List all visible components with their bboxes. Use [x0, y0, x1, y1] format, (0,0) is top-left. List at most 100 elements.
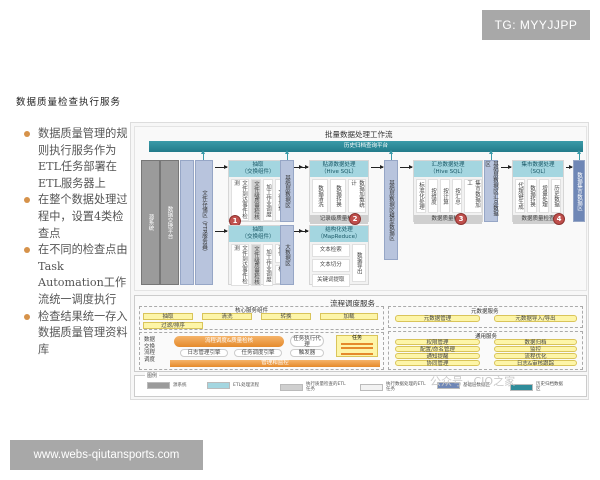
common-item: 监控 [494, 346, 577, 353]
core-title: 核心服务组件 [235, 308, 269, 314]
arrow [400, 165, 413, 169]
process-step: 文本检索 [312, 244, 350, 257]
common-item: 协同管理 [395, 360, 480, 367]
common-title: 通用服务 [475, 334, 498, 340]
extract-title: 抽取 [252, 227, 264, 233]
batch-workflow-frame: 批量数据处理工作流 历史归档查询平台 源系统 数据交换平台 文件存储区（FTP服… [134, 126, 587, 291]
mart-data-area: 数据集市数据区 [573, 160, 585, 222]
legend-item: ETL处理流程 [207, 382, 259, 389]
quality-check-step: 文件级质量检核 [251, 179, 261, 221]
extract-subtitle: （交换组件） [241, 169, 275, 175]
arrow [501, 165, 512, 169]
process-step: 数据导出 [351, 244, 366, 282]
extract-subtitle: （交换组件） [241, 234, 275, 240]
process-step: 加工作业调度 [263, 179, 273, 221]
watermark-badge: TG: MYYJJPP [482, 10, 590, 40]
wechat-watermark: 公众号 · CIO之家 [430, 375, 516, 388]
side-label: 数据 交换 流程 调度 [144, 337, 155, 363]
common-item: 流程优化 [494, 353, 577, 360]
task-title: 任务 [351, 335, 362, 341]
task-agent: 任务执行代理 [290, 335, 324, 348]
up-arrow [389, 150, 393, 160]
scheduling-service-frame: 流程调度服务 核心服务组件 抽取 清洗 转换 加载 过滤/排序 数据 交换 流程… [134, 295, 587, 372]
up-arrow [285, 150, 289, 160]
process-step: 文本切分 [312, 259, 350, 272]
data-quality-check: 数据质量检查 [513, 215, 563, 224]
source-system: 源系统 [141, 160, 160, 285]
legend-item: 源系统 [147, 382, 187, 389]
summary-data-area: 基础层数据区汇总数据区 [484, 160, 498, 222]
legend-item: 基础层数据区 [437, 382, 493, 389]
task-line [341, 347, 373, 349]
architecture-diagram: 批量数据处理工作流 历史归档查询平台 源系统 数据交换平台 文件存储区（FTP服… [130, 122, 589, 400]
extract-process-bottom: 抽取（交换组件） 文件到达事件检测 文件级质量检核 加工作业调度 非文本存储 文… [228, 225, 293, 286]
legend-label: 执行数据处理的ETL任务 [386, 382, 426, 392]
legend: 图例 源系统 ETL处理流程 执行质量检查的ETL任务 执行数据处理的ETL任务… [134, 372, 587, 397]
legend-label: 执行质量检查的ETL任务 [306, 382, 346, 392]
bullet-item: 在整个数据处理过程中，设置4类检查点 [22, 192, 132, 242]
checkpoint-badge-2: 2 [349, 213, 361, 225]
data-exchange-platform: 数据交换平台 [160, 160, 179, 285]
arrow [296, 229, 309, 233]
process-step: 代理键生成 [515, 179, 525, 213]
stage-title: 集市数据处理 [521, 162, 555, 168]
process-step: 标准化处理 [416, 179, 426, 213]
bullet-item: 检查结果统一存入数据质量管理资料库 [22, 309, 132, 359]
workflow-title: 批量数据处理工作流 [325, 130, 393, 139]
process-step: 数据转换 [330, 179, 346, 213]
scheduling-title: 流程调度服务 [330, 299, 375, 308]
stage-title: 汇总数据处理 [431, 162, 465, 168]
arrow [296, 165, 309, 169]
legend-item: 执行质量检查的ETL任务 [280, 382, 346, 392]
up-arrow [489, 150, 493, 160]
task-line [341, 353, 373, 355]
side-label-line: 交换 [144, 343, 156, 350]
side-label-line: 调度 [144, 356, 156, 363]
legend-label: ETL处理流程 [233, 383, 260, 388]
core-item: 过滤/排序 [143, 322, 203, 329]
legend-swatch [360, 383, 383, 391]
process-step: 按计算 [440, 179, 450, 213]
process-step: 加工作业调度 [263, 244, 273, 286]
process-step: 关键词提取 [312, 274, 350, 287]
common-item: 数据归档 [494, 339, 577, 346]
trigger: 触发器 [290, 349, 324, 357]
core-components-box: 核心服务组件 抽取 清洗 转换 加载 过滤/排序 [139, 306, 384, 330]
quality-check-step: 文件级质量检核 [251, 244, 261, 286]
file-store-area [180, 160, 194, 285]
process-step: 数据加载统计 [348, 179, 366, 213]
legend-label: 基础层数据区 [463, 383, 490, 388]
bullet-item: 在不同的检查点由Task Automation工作流统一调度执行 [22, 242, 132, 308]
metadata-service-box: 元数据服务 元数据管理 元数据导入/导出 [388, 306, 583, 328]
process-step: 数据清洗 [312, 179, 328, 213]
stage-subtitle: （Hive SQL） [430, 169, 466, 175]
legend-swatch [207, 382, 230, 389]
process-step: 文件到达事件检测 [231, 244, 249, 286]
core-item: 清洗 [202, 313, 252, 320]
summary-data-processing: 汇总数据处理（Hive SQL） 标准化处理 按维度 按计算 按汇总 集市数据加… [413, 160, 483, 224]
common-item: 通知提醒 [395, 353, 480, 360]
legend-item: 历史归档数据区 [510, 382, 566, 392]
stage-title: 结构化处理 [325, 227, 353, 233]
legend-swatch [147, 382, 170, 389]
process-step: 数据转换 [527, 179, 537, 213]
arrow [215, 229, 228, 233]
scheduling-engine-box: 数据 交换 流程 调度 流程调度&质量检核 日志管理引擎 任务调度引擎 任务执行… [139, 332, 384, 370]
legend-item: 执行数据处理的ETL任务 [360, 382, 426, 392]
task-line [341, 343, 373, 345]
common-item: 权限管理 [395, 339, 480, 346]
legend-swatch [510, 383, 533, 391]
task-engine: 任务调度引擎 [234, 349, 282, 357]
process-step: 集市数据加工 [464, 179, 482, 213]
log-engine: 日志管理引擎 [180, 349, 228, 357]
monitor-bar: 管理和监控 [170, 360, 380, 367]
task-panel: 任务 [336, 335, 378, 357]
side-label-line: 流程 [144, 350, 156, 356]
bullet-list: 数据质量管理的规则执行服务作为ETL任务部署在ETL服务器上 在整个数据处理过程… [22, 126, 132, 358]
data-quality-check: 数据质量检查 [414, 215, 482, 224]
meta-item: 元数据管理 [395, 315, 480, 322]
common-service-box: 通用服务 权限管理 配置/命名管理 通知提醒 协同管理 数据归档 监控 流程优化… [388, 331, 583, 370]
extract-title: 抽取 [252, 162, 264, 168]
process-step: 增量处理 [539, 179, 549, 213]
stage-title: 贴源数据处理 [322, 162, 356, 168]
